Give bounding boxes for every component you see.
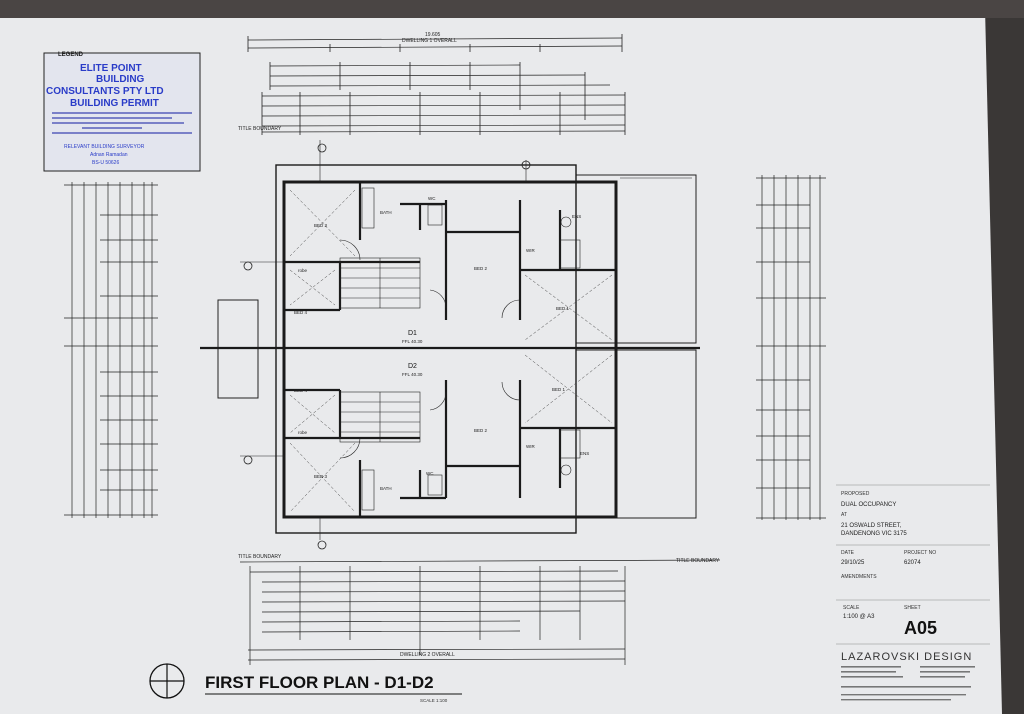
- d1-ens-label: ENS: [572, 214, 581, 219]
- d2-ens-label: ENS: [580, 451, 589, 456]
- tb-address-line2: DANDENONG VIC 3175: [841, 531, 907, 537]
- tb-date-label: DATE: [841, 550, 855, 556]
- title-boundary-bottom: TITLE BOUNDARY: [238, 554, 282, 560]
- permit-stamp: LEGEND ELITE POINT BUILDING CONSULTANTS …: [43, 52, 201, 172]
- stamp-line1: ELITE POINT: [80, 63, 142, 74]
- left-dimensions: [64, 182, 158, 518]
- stamp-surveyor-reg: BS-U 50626: [92, 160, 119, 166]
- tb-project-label: PROPOSED: [841, 491, 870, 497]
- d2-wir-label: WIR: [526, 444, 535, 449]
- tb-scale-label: SCALE: [843, 605, 860, 611]
- tb-amendments-label: AMENDMENTS: [841, 574, 877, 580]
- tb-date: 29/10/25: [841, 560, 865, 566]
- stamp-line2: BUILDING: [96, 74, 145, 85]
- d1-unit-label: D1: [408, 330, 417, 337]
- d1-bed1-label: BED 1: [556, 306, 570, 311]
- tb-address-line1: 21 OSWALD STREET,: [841, 523, 902, 529]
- tb-scale: 1:100 @ A3: [843, 614, 875, 620]
- d1-robe-label: robe: [298, 268, 308, 273]
- tb-at-label: AT: [841, 512, 847, 518]
- d2-bed3-label: BED 3: [314, 474, 328, 479]
- stamp-line4: BUILDING PERMIT: [70, 98, 159, 109]
- d1-bath-label: BATH: [380, 210, 392, 215]
- tb-sheet-label: SHEET: [904, 605, 921, 611]
- d1-wc-label: WC: [428, 196, 436, 201]
- dwelling-overall-top: DWELLING 1 OVERALL: [402, 38, 457, 44]
- right-dimensions: [756, 175, 826, 520]
- title-boundary-bottom-right: TITLE BOUNDARY: [676, 558, 720, 564]
- d2-unit-label: D2: [408, 363, 417, 370]
- top-dimensions: 19.605 DWELLING 1 OVERALL TITLE BOUNDARY: [238, 32, 626, 135]
- title-block: PROPOSED DUAL OCCUPANCY AT 21 OSWALD STR…: [836, 484, 990, 701]
- tb-sheet-number: A05: [904, 618, 937, 638]
- tb-project: DUAL OCCUPANCY: [841, 502, 896, 508]
- tb-project-no: 62074: [904, 560, 921, 566]
- d2-bath-label: BATH: [380, 486, 392, 491]
- dwelling2-overall: DWELLING 2 OVERALL: [400, 652, 455, 658]
- bottom-dimensions: TITLE BOUNDARY TITLE BOUNDARY DWELLING 2…: [238, 554, 721, 665]
- tb-company: LAZAROVSKI DESIGN: [841, 651, 972, 663]
- legend-title: LEGEND: [58, 52, 84, 58]
- d2-bed4-label: BED 4: [294, 388, 308, 393]
- d2-bed1-label: BED 1: [552, 387, 566, 392]
- d2-ffl: FFL 40.30: [402, 372, 423, 377]
- drawing-scale-note: SCALE 1:100: [420, 698, 448, 703]
- floor-plan: BED 3 BATH WC BED 2 BED 4 BED 1 WIR ENS …: [200, 140, 700, 550]
- d2-robe-label: robe: [298, 430, 308, 435]
- d2-bed2-label: BED 2: [474, 428, 488, 433]
- paper: [0, 8, 1002, 714]
- tb-project-no-label: PROJECT NO: [904, 550, 936, 556]
- d1-ffl: FFL 40.30: [402, 339, 423, 344]
- d2-wc-label: WC: [426, 471, 434, 476]
- monitor-top-bezel: [0, 0, 1024, 18]
- stamp-surveyor-name: Adnan Ramadan: [90, 152, 128, 158]
- overall-width: 19.605: [425, 32, 441, 38]
- drawing-title-block: FIRST FLOOR PLAN - D1-D2 SCALE 1:100: [149, 663, 462, 703]
- d1-bed3-label: BED 3: [314, 223, 328, 228]
- d1-bed2-label: BED 2: [474, 266, 488, 271]
- stamp-line3: CONSULTANTS PTY LTD: [46, 86, 164, 97]
- title-boundary-top: TITLE BOUNDARY: [238, 126, 282, 132]
- d1-bed4-label: BED 4: [294, 310, 308, 315]
- drawing-title: FIRST FLOOR PLAN - D1-D2: [205, 673, 434, 692]
- d1-wir-label: WIR: [526, 248, 535, 253]
- stamp-surveyor-role: RELEVANT BUILDING SURVEYOR: [64, 144, 145, 150]
